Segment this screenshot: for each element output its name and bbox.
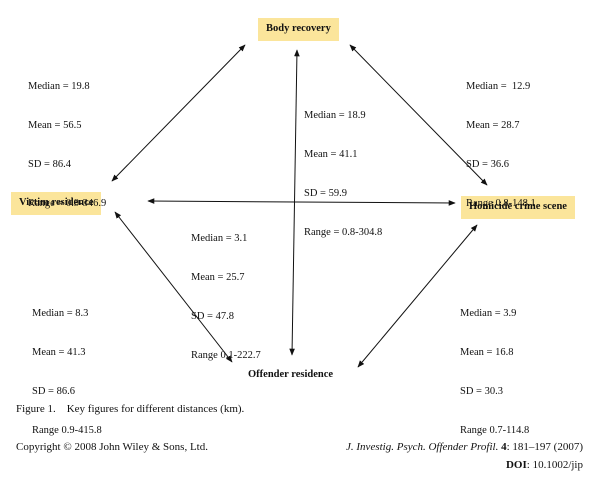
stat-sd: SD = 36.6 (466, 159, 509, 170)
stat-mean: Mean = 56.5 (28, 120, 82, 131)
journal-citation: J. Investig. Psych. Offender Profil. 4: … (346, 441, 583, 453)
distance-diagram (111, 44, 488, 368)
edge-body-homicide-arrow (349, 44, 488, 186)
stat-sd: SD = 47.8 (191, 311, 234, 322)
stat-mean: Mean = 28.7 (466, 120, 520, 131)
doi-value: : 10.1002/jip (526, 459, 583, 471)
stat-mean: Mean = 41.3 (32, 347, 86, 358)
stat-median: Median = 3.9 (460, 308, 517, 319)
stat-median: Median = 8.3 (32, 308, 89, 319)
stats-body-offender: Median = 18.9 Mean = 41.1 SD = 59.9 Rang… (304, 83, 382, 252)
stat-range: Range 0.8-148.1 (466, 198, 536, 209)
stat-range: Range 0.9-415.8 (32, 425, 102, 436)
edge-victim-offender-arrow (114, 211, 233, 363)
edge-victim-homicide-arrow (147, 198, 456, 206)
stat-mean: Mean = 25.7 (191, 272, 245, 283)
stats-homicide-offender: Median = 3.9 Mean = 16.8 SD = 30.3 Range… (460, 281, 529, 450)
stat-mean: Mean = 16.8 (460, 347, 514, 358)
stat-range: Range = 0.9-346.9 (28, 198, 107, 209)
node-body-recovery: Body recovery (258, 18, 339, 41)
stat-median: Median = 18.9 (304, 110, 366, 121)
stat-sd: SD = 59.9 (304, 188, 347, 199)
edge-homicide-offender-arrow (357, 224, 478, 368)
stat-sd: SD = 30.3 (460, 386, 503, 397)
node-victim-residence: Victim residence (11, 192, 102, 215)
figure-caption: Figure 1. Key figures for different dist… (16, 403, 245, 415)
stats-victim-offender: Median = 8.3 Mean = 41.3 SD = 86.6 Range… (32, 281, 102, 450)
stats-body-homicide: Median = 12.9 Mean = 28.7 SD = 36.6 Rang… (466, 54, 536, 223)
journal-name: J. Investig. Psych. Offender Profil. (346, 441, 499, 453)
stat-median: Median = 12.9 (466, 81, 531, 92)
stat-sd: SD = 86.6 (32, 386, 75, 397)
copyright-notice: Copyright © 2008 John Wiley & Sons, Ltd. (16, 441, 208, 453)
stat-sd: SD = 86.4 (28, 159, 71, 170)
stat-range: Range 0.7-114.8 (460, 425, 530, 436)
doi-label: DOI (505, 459, 527, 471)
edge-body-offender-arrow (289, 49, 300, 356)
doi-line: DOI: 10.1002/jip (506, 459, 583, 471)
stats-victim-body: Median = 19.8 Mean = 56.5 SD = 86.4 Rang… (28, 54, 106, 223)
journal-volume: 4 (501, 441, 507, 453)
stat-range: Range = 0.8-304.8 (304, 227, 383, 238)
stat-range: Range 0.1-222.7 (191, 350, 261, 361)
node-homicide-crime-scene: Homicide crime scene (461, 196, 575, 219)
stat-median: Median = 3.1 (191, 233, 248, 244)
edge-victim-body-arrow (111, 44, 246, 182)
node-offender-residence: Offender residence (248, 369, 334, 380)
journal-pages: : 181–197 (2007) (506, 441, 583, 453)
stats-victim-homicide: Median = 3.1 Mean = 25.7 SD = 47.8 Range… (191, 206, 261, 375)
stat-mean: Mean = 41.1 (304, 149, 358, 160)
stat-median: Median = 19.8 (28, 81, 90, 92)
